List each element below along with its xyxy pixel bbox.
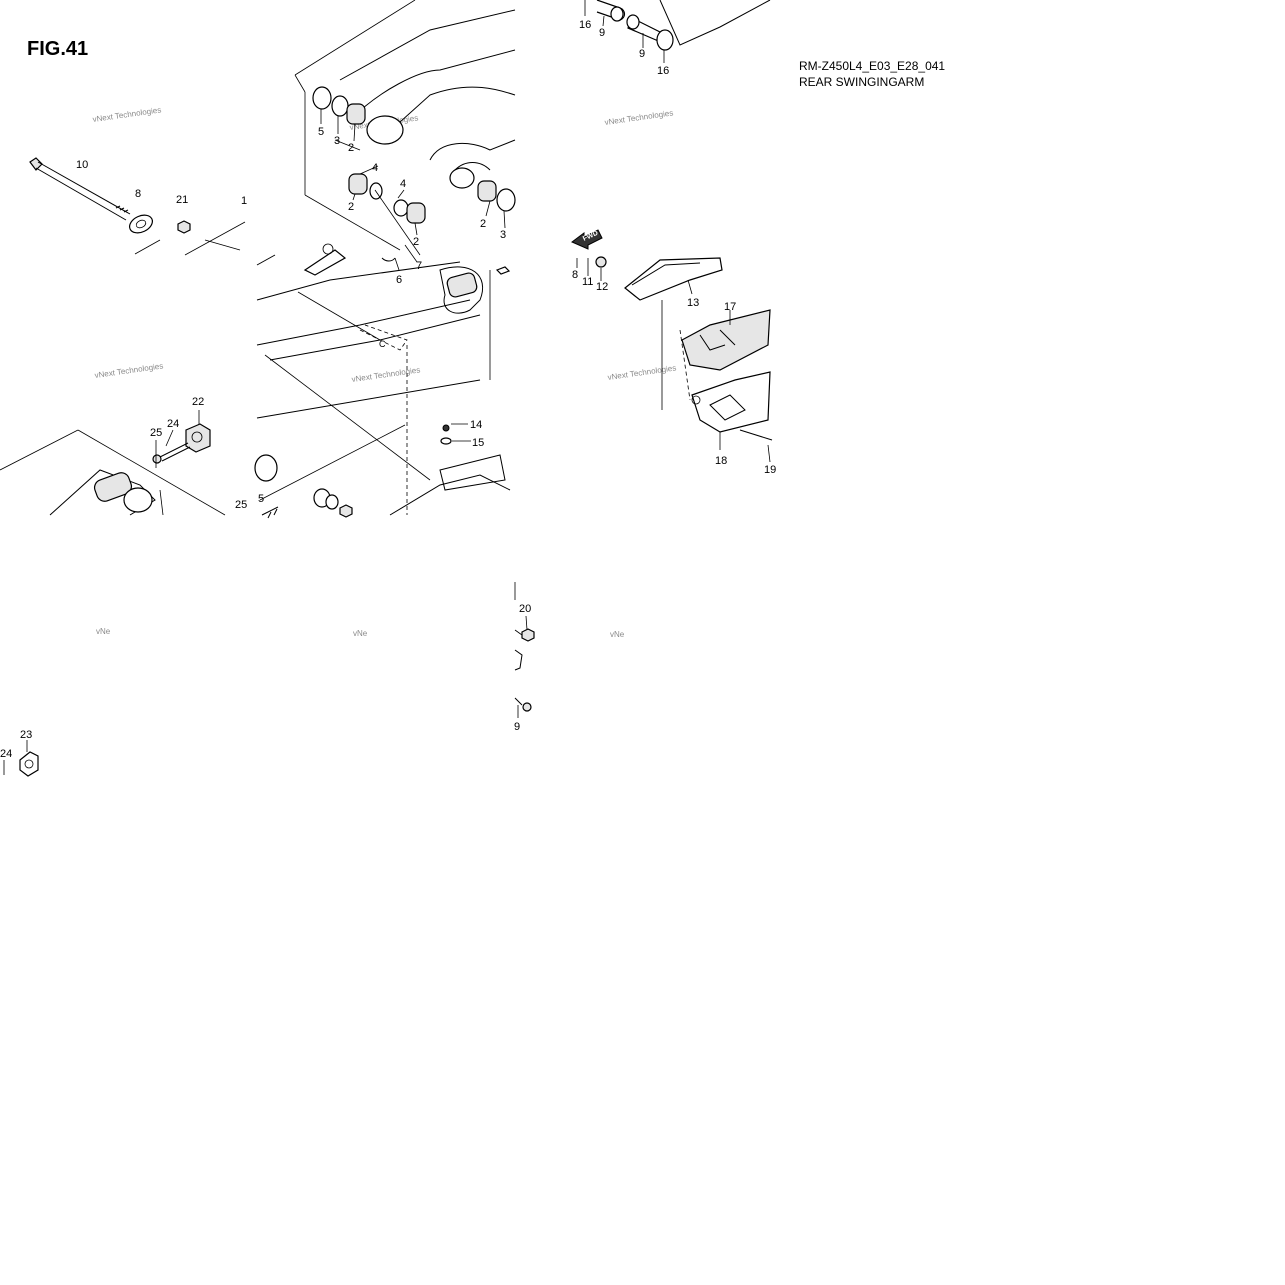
callout-number: 4 <box>372 162 378 174</box>
chain-adjuster-slot <box>93 472 133 502</box>
watermark: vNext Technologies <box>92 105 162 124</box>
bracket <box>303 249 347 276</box>
callout-number: 24 <box>0 748 12 760</box>
bolt <box>522 702 532 712</box>
callout-number: 10 <box>76 159 88 171</box>
callout-number: 21 <box>176 194 188 206</box>
callout-number: 12 <box>596 281 608 293</box>
callout-number: 2 <box>348 201 354 213</box>
callout-number: 20 <box>519 603 531 615</box>
callout-number: 8 <box>135 188 141 200</box>
watermark: vNext Technologies <box>607 363 677 382</box>
callout-number: 15 <box>472 437 484 449</box>
fwd-arrow-icon <box>571 229 603 250</box>
spacer-ring <box>393 199 409 217</box>
needle-bearing <box>346 103 366 125</box>
callout-number: 4 <box>400 178 406 190</box>
axle-end-nut <box>495 266 511 275</box>
callout-number: 24 <box>167 418 179 430</box>
callout-number: 16 <box>657 65 669 77</box>
callouts: 16 9 9 16 5 3 2 10 8 21 1 4 2 4 2 7 6 2 … <box>0 19 776 760</box>
bushing-end <box>610 6 624 22</box>
callout-number: 19 <box>764 464 776 476</box>
screw <box>442 424 450 432</box>
callout-number: 5 <box>258 493 264 505</box>
callout-number: 17 <box>724 301 736 313</box>
panel-swingarm-side <box>256 243 511 515</box>
adjuster-nut <box>152 454 162 464</box>
callout-number: 1 <box>241 195 247 207</box>
dust-seal <box>254 454 278 482</box>
axle-bolt <box>29 157 131 221</box>
callout-number: 22 <box>192 396 204 408</box>
dust-seal <box>656 29 674 51</box>
watermarks: vNext Technologies vNext Technologies vN… <box>92 105 677 639</box>
panel-bottom-left <box>3 740 39 777</box>
panel-bolts-lower <box>514 582 535 718</box>
washer <box>440 437 452 445</box>
callout-letter: C <box>379 339 386 349</box>
callout-number: 2 <box>348 142 354 154</box>
needle-bearing <box>406 202 426 224</box>
chain-adjuster-slot <box>446 272 478 298</box>
callout-number: 3 <box>500 229 506 241</box>
chain-guide <box>681 309 771 371</box>
chain-guide-plate <box>691 371 771 433</box>
chain-slider <box>624 257 723 301</box>
dust-seal <box>312 86 332 110</box>
callout-number: 5 <box>318 126 324 138</box>
watermark-partial: vNe <box>353 629 368 638</box>
pivot-boss <box>449 167 475 189</box>
callout-number: 23 <box>20 729 32 741</box>
panel-top-right <box>584 0 771 63</box>
washer <box>129 214 153 234</box>
callout-number: 11 <box>582 276 593 288</box>
panel-adjusters <box>0 410 226 516</box>
callout-number: 18 <box>715 455 727 467</box>
watermark-partial: vNe <box>610 630 625 639</box>
dust-seal <box>496 188 516 212</box>
fwd-arrow: FWD <box>571 229 603 250</box>
needle-bearing <box>477 180 497 202</box>
diagram-code: RM-Z450L4_E03_E28_041 <box>799 59 945 73</box>
callout-number: 8 <box>572 269 578 281</box>
callout-number: 2 <box>413 236 419 248</box>
panel-top-middle <box>294 0 516 256</box>
needle-bearing <box>348 173 368 195</box>
figure-title: FIG.41 <box>27 38 88 60</box>
adjuster-plate <box>123 487 153 513</box>
diagram-subtitle: REAR SWINGINGARM <box>799 75 924 89</box>
callout-number: 14 <box>470 419 482 431</box>
panel-bottom-middle <box>254 423 511 519</box>
nut <box>339 504 353 518</box>
bolt <box>521 628 535 642</box>
panel-top-left <box>29 157 246 256</box>
watermark: vNext Technologies <box>351 365 421 384</box>
nut <box>177 220 191 234</box>
adjuster-block <box>185 423 211 453</box>
callout-number: 7 <box>416 260 422 272</box>
callout-number: 16 <box>579 19 591 31</box>
callout-number: 25 <box>150 427 162 439</box>
nut <box>595 256 607 268</box>
callout-number: 9 <box>514 721 520 733</box>
callout-number: 13 <box>687 297 699 309</box>
callout-number: 2 <box>480 218 486 230</box>
callout-number: 3 <box>334 135 340 147</box>
adjuster-block <box>19 751 39 777</box>
callout-number: 6 <box>396 274 402 286</box>
watermark: vNext Technologies <box>604 108 674 127</box>
watermark-partial: vNe <box>96 627 111 636</box>
callout-number: 25 <box>235 499 247 511</box>
pivot-boss <box>366 115 404 145</box>
spacer-ring <box>331 95 349 117</box>
panel-chain-guide <box>576 256 773 463</box>
callout-number: 9 <box>599 27 605 39</box>
callout-number: 9 <box>639 48 645 60</box>
watermark: vNext Technologies <box>94 361 164 380</box>
